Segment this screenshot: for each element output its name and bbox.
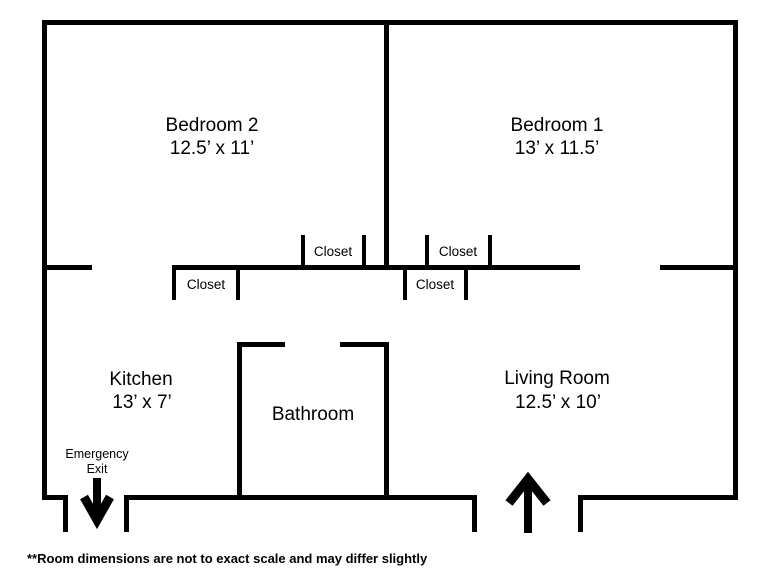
wall-bottom-center	[124, 495, 477, 500]
wall-mid-right	[660, 265, 738, 270]
kitchen-dimensions: 13’ x 7’	[112, 392, 172, 413]
closet-bedroom1-right-stub	[488, 235, 492, 267]
jamb-emergency-exit-left	[63, 495, 68, 532]
bedroom2-dimensions: 12.5’ x 11’	[170, 138, 255, 159]
wall-mid-center	[172, 265, 580, 270]
entrance-up-arrow-icon	[505, 471, 551, 533]
wall-bathroom-top-left	[237, 342, 285, 347]
wall-bathroom-left	[237, 342, 242, 500]
closet-hall-right-label: Closet	[416, 277, 455, 292]
bathroom-label: Bathroom	[272, 404, 354, 425]
closet-hall-left-stub-b	[236, 270, 240, 300]
closet-hall-right-stub-a	[403, 270, 407, 300]
emergency-exit-label-line2: Exit	[87, 462, 108, 476]
emergency-exit-down-arrow-icon	[80, 478, 114, 530]
closet-hall-left-label: Closet	[187, 277, 226, 292]
closet-bedroom1-left-stub	[425, 235, 429, 267]
bedroom1-dimensions: 13’ x 11.5’	[515, 138, 600, 159]
living-room-label: Living Room	[504, 368, 610, 389]
bedroom1-label: Bedroom 1	[511, 115, 604, 136]
wall-bedroom-divider	[384, 20, 389, 270]
wall-bathroom-top-right	[340, 342, 389, 347]
jamb-emergency-exit-right	[124, 495, 129, 532]
emergency-exit-label-line1: Emergency	[65, 447, 129, 461]
bedroom2-label: Bedroom 2	[166, 115, 259, 136]
jamb-entrance-left	[472, 495, 477, 532]
closet-hall-right-stub-b	[464, 270, 468, 300]
closet-hall-left-stub-a	[172, 270, 176, 300]
jamb-entrance-right	[578, 495, 583, 532]
wall-bathroom-right	[384, 342, 389, 500]
kitchen-label: Kitchen	[109, 369, 172, 390]
closet-bedroom2-right-stub	[362, 235, 366, 267]
wall-right	[733, 20, 738, 500]
living-room-dimensions: 12.5’ x 10’	[515, 392, 601, 413]
wall-bottom-right	[578, 495, 738, 500]
wall-bottom-left	[42, 495, 68, 500]
closet-bedroom1-label: Closet	[439, 244, 478, 259]
closet-bedroom2-left-stub	[301, 235, 305, 267]
wall-mid-left-stub	[42, 265, 92, 270]
wall-left	[42, 20, 47, 500]
wall-top	[42, 20, 738, 25]
closet-bedroom2-label: Closet	[314, 244, 353, 259]
footnote-disclaimer: **Room dimensions are not to exact scale…	[27, 551, 428, 566]
